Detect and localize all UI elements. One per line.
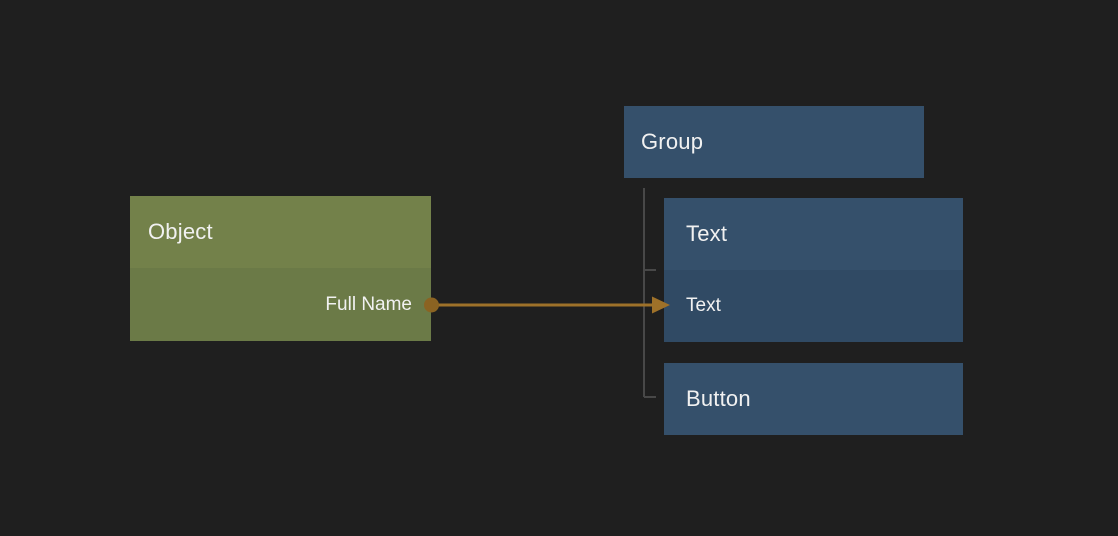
text-node-title: Text — [686, 221, 728, 246]
text-binding-row-label: Text — [686, 295, 721, 316]
group-node-title: Group — [641, 129, 704, 154]
button-node-header[interactable]: Button — [664, 363, 963, 435]
object-node-header[interactable]: Object — [130, 196, 431, 268]
object-node[interactable]: Object Full Name — [130, 196, 431, 341]
full-name-field-row[interactable]: Full Name — [130, 268, 431, 341]
group-node-header[interactable]: Group — [624, 106, 924, 178]
group-node[interactable]: Group — [624, 106, 924, 178]
object-node-title: Object — [148, 219, 213, 244]
text-binding-row[interactable]: Text — [664, 270, 963, 342]
button-node[interactable]: Button — [664, 363, 963, 435]
full-name-field-label: Full Name — [325, 293, 412, 315]
text-node[interactable]: Text Text — [664, 198, 963, 342]
binding-wire[interactable] — [424, 296, 670, 314]
button-node-title: Button — [686, 386, 751, 411]
text-node-header[interactable]: Text — [664, 198, 963, 270]
tree-connector-lines — [643, 188, 656, 398]
